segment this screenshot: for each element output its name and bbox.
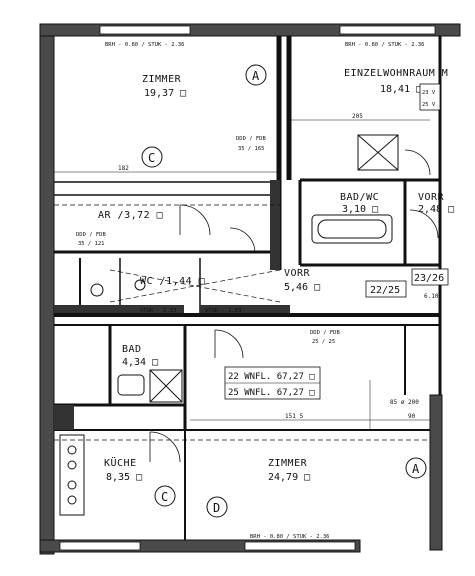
washbasin-wc [134,279,146,291]
room-label-wc: WC /1,44 □ [140,276,205,287]
circle-tag-a-bottom-text: A [412,462,420,476]
wnfl-25: 25 WNFL. 67,27 □ [228,388,315,398]
shower-bad [149,369,183,403]
door-label-mid: DDD / FDB [310,330,340,336]
circle-tag-a-bottom: A [405,457,427,479]
unit-label-23: 23 V [422,90,436,96]
room-label-badwc: BAD/WC [340,192,379,203]
bathtub-badwc [311,214,393,244]
circle-tag-c-mid: C [141,146,163,168]
room-label-ar: AR /3,72 □ [98,210,163,221]
dim-205: 205 [352,113,363,120]
washbasin-bad [117,374,145,396]
windows-top [59,25,436,551]
circle-tag-c-mid-text: C [148,151,155,165]
door-sub-left: 35 / 121 [78,241,105,247]
room-label-bad: BAD [122,344,142,355]
door-swings [149,149,439,463]
dimension-lines [54,119,430,430]
room-area-badwc: 3,10 □ [342,204,378,215]
room-area-vorr-mid: 5,46 □ [284,282,320,293]
dim-85-200: 85 ø 200 [390,399,419,406]
circle-tag-c-bottom-text: C [161,490,168,504]
dim-182: 182 [118,165,129,172]
kitchen-counter [59,434,85,516]
unit-label-25: 25 V [422,102,436,108]
brh-top-right: BRH - 0.80 / STUK - 2.36 [345,42,424,48]
door-sub-mid: 25 / 25 [312,339,335,345]
shower-einzel [357,134,399,171]
room-label-zimmer-bottom: ZIMMER [268,458,308,469]
stuk-label-1: STUK - 2,83 [140,308,176,314]
room-label-zimmer-top: ZIMMER [142,74,182,85]
circle-tag-a-top: A [245,64,267,86]
brh-bottom: BRH - 0.80 / STUK - 2.36 [250,534,329,540]
room-area-bad: 4,34 □ [122,357,158,368]
brh-top-left: BRH - 0.80 / STUK - 2.36 [105,42,184,48]
fixtures [59,134,399,516]
wnfl-22: 22 WNFL. 67,27 □ [228,372,315,382]
circle-tag-d-bottom: D [206,496,228,518]
room-area-kueche: 8,35 □ [106,472,142,483]
circle-tag-d-bottom-text: D [213,501,220,515]
door-label-left: DDD / FDB [76,232,106,238]
room-area-zimmer-bottom: 24,79 □ [268,472,310,483]
circle-tag-c-bottom: C [154,485,176,507]
stuk-label-2: STUK - 2,83 [205,308,241,314]
dim-90: 90 [408,413,416,420]
room-area-einzelwohnraum: 18,41 □ [380,84,422,95]
toilet-wc [90,283,104,297]
unit-label-23-26: 23/26 [414,273,444,284]
unit-box-22-25 [365,280,407,298]
room-area-vorr-right: 2,48 □ [418,204,454,215]
room-area-zimmer-top: 19,37 □ [144,88,186,99]
room-label-einzelwohnraum: EINZELWOHNRAUM M [344,68,448,79]
room-label-vorr-mid: VORR [284,268,311,279]
door-label-top: DDD / FDB [236,136,266,142]
room-label-kueche: KÜCHE [104,456,137,469]
door-sub-top: 35 / 165 [238,146,265,152]
unit-box-top-right [419,83,441,111]
unit-label-22-25: 22/25 [370,285,400,296]
dashed-lines [54,204,430,441]
dim-1515: 151 5 [285,413,303,420]
room-label-vorr-right: VORR [418,192,445,203]
circle-tag-a-top-text: A [252,69,260,83]
dim-610: 6.10 [424,293,439,300]
wall-stubs [54,180,290,430]
unit-box-23-26 [411,268,449,286]
